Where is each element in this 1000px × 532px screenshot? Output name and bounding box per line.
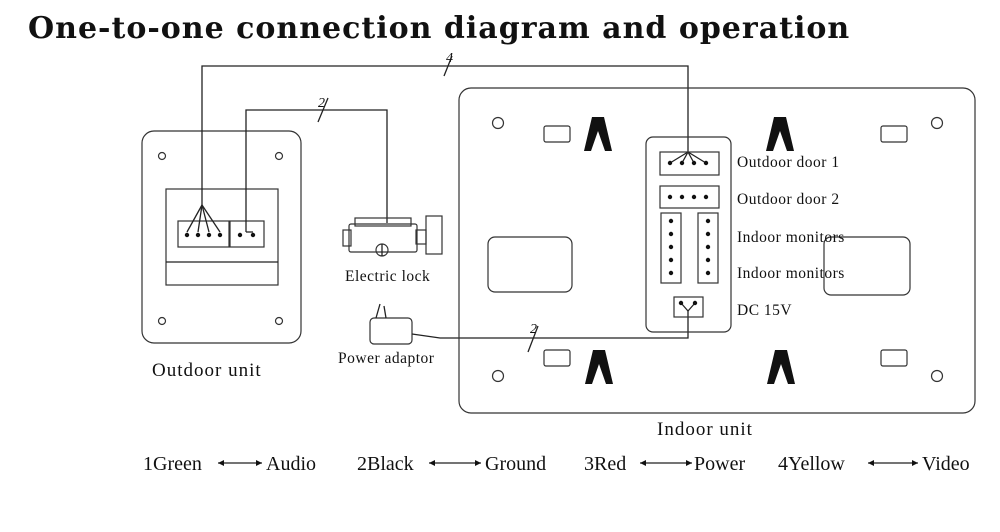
dc-15v-terminal — [673, 296, 704, 318]
speaker-grille — [543, 125, 908, 367]
legend-meaning: Audio — [266, 453, 316, 475]
power-adaptor: 2 Power adaptor — [338, 302, 696, 367]
screw-hole — [491, 369, 505, 383]
terminal-pin — [692, 300, 698, 306]
port-label-outdoor-door-1: Outdoor door 1 — [737, 154, 840, 171]
outdoor-door-1-terminal — [659, 151, 720, 176]
terminal-pin — [691, 160, 697, 166]
screw-hole — [157, 316, 167, 326]
wire-color-legend: 1Green Audio 2Black Ground 3Red Power 4Y… — [143, 453, 970, 475]
screw-hole — [274, 316, 284, 326]
screw-hole — [491, 116, 505, 130]
indoor-monitor-terminal — [697, 212, 719, 284]
indoor-unit-body — [458, 87, 976, 414]
terminal-pin — [217, 232, 223, 238]
legend-wire: 2Black — [357, 453, 414, 475]
screw-hole — [930, 369, 944, 383]
outdoor-unit-body — [141, 130, 302, 344]
terminal-pin — [195, 232, 201, 238]
port-label-indoor-monitors: Indoor monitors — [737, 265, 845, 282]
power-adaptor-label: Power adaptor — [338, 350, 435, 367]
terminal-pin — [237, 232, 243, 238]
outdoor-unit-label: Outdoor unit — [152, 360, 262, 381]
electric-lock-label: Electric lock — [345, 268, 430, 285]
mounting-hook — [584, 117, 795, 384]
outdoor-unit: Outdoor unit — [141, 130, 302, 381]
legend-wire: 3Red — [584, 453, 626, 475]
cable-slash — [527, 325, 539, 353]
outdoor-4pin-terminal — [177, 220, 230, 248]
terminal-pin — [679, 160, 685, 166]
screw-hole — [274, 151, 284, 161]
legend-meaning: Ground — [485, 453, 546, 475]
port-label-dc-15v: DC 15V — [737, 302, 792, 319]
terminal-pin — [703, 194, 709, 200]
adaptor-prong — [375, 303, 381, 319]
lock-cable: 2 — [245, 96, 388, 233]
lock-body — [348, 223, 418, 253]
indoor-cutout-right — [823, 236, 911, 296]
screw-hole — [930, 116, 944, 130]
terminal-pin — [667, 194, 673, 200]
terminal-pin — [679, 194, 685, 200]
legend-meaning: Video — [922, 453, 970, 475]
indoor-unit-label: Indoor unit — [657, 419, 753, 440]
terminal-pin — [678, 300, 684, 306]
video-cable: 4 — [186, 51, 707, 233]
page-title: One-to-one connection diagram and operat… — [28, 11, 850, 46]
terminal-pin — [691, 194, 697, 200]
outdoor-2pin-terminal — [229, 220, 265, 248]
adaptor-body — [369, 317, 413, 345]
terminal-pin — [250, 232, 256, 238]
legend-wire: 1Green — [143, 453, 202, 475]
legend-item: 4Yellow Video — [778, 453, 970, 475]
lock-strike — [425, 215, 443, 255]
indoor-unit: Outdoor door 1 Outdoor door 2 Indoor mon… — [458, 87, 976, 440]
adaptor-prong — [383, 305, 387, 319]
video-cable-wire-count: 4 — [446, 51, 453, 66]
cable-slash — [443, 55, 453, 77]
terminal-pin — [206, 232, 212, 238]
legend-item: 3Red Power — [584, 453, 745, 475]
legend-item: 1Green Audio — [143, 453, 316, 475]
legend-wire: 4Yellow — [778, 453, 845, 475]
legend-meaning: Power — [694, 453, 745, 475]
cable-slash — [317, 97, 329, 123]
legend-item: 2Black Ground — [357, 453, 546, 475]
terminal-pin — [703, 160, 709, 166]
port-label-indoor-monitors: Indoor monitors — [737, 229, 845, 246]
terminal-pin — [184, 232, 190, 238]
indoor-terminal-panel — [645, 136, 732, 333]
indoor-monitor-terminal — [660, 212, 682, 284]
electric-lock: Electric lock — [342, 215, 443, 285]
screw-hole — [157, 151, 167, 161]
lock-cable-wire-count: 2 — [318, 96, 325, 111]
lock-end-cap — [342, 229, 352, 247]
indoor-cutout-left — [487, 236, 573, 293]
terminal-pin — [667, 160, 673, 166]
power-cable-wire-count: 2 — [530, 322, 537, 337]
port-label-outdoor-door-2: Outdoor door 2 — [737, 191, 840, 208]
lock-top-plate — [354, 217, 412, 227]
outdoor-door-2-terminal — [659, 185, 720, 209]
outdoor-terminal-panel — [165, 188, 279, 286]
